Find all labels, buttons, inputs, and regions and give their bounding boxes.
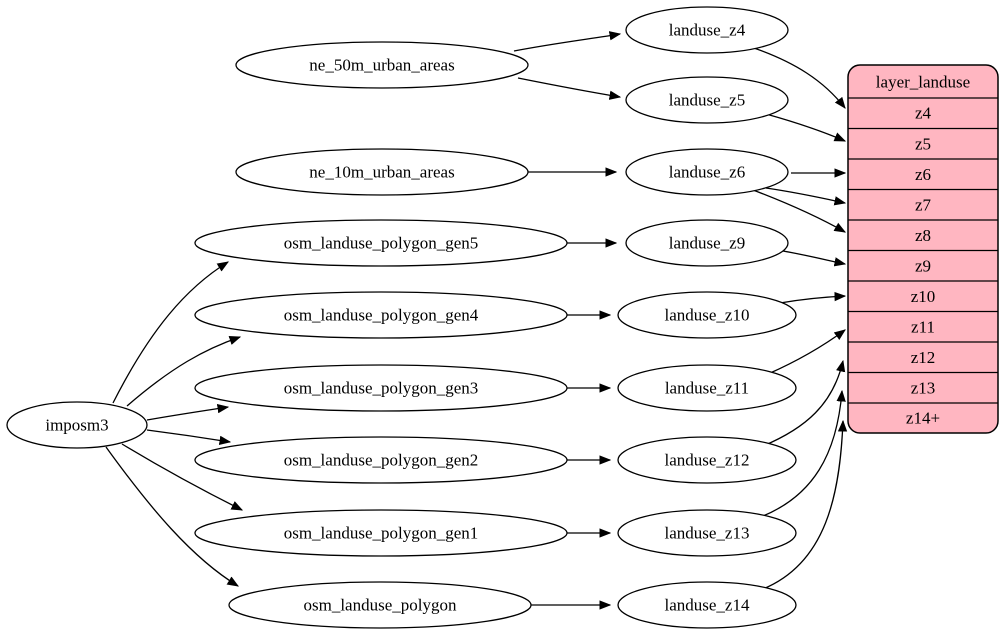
node-label-ne-10m-urban-areas: ne_10m_urban_areas [309,163,454,182]
node-label-osm-landuse-polygon-gen4: osm_landuse_polygon_gen4 [284,306,479,325]
node-label-landuse-z11: landuse_z11 [665,379,749,398]
edge-landuse-z5-to-row-z5 [765,113,847,142]
table-row-z10: z10 [911,287,936,306]
edge-landuse-z4-to-row-z4 [750,46,846,109]
node-ellipse-osm-landuse-polygon-gen5 [194,219,568,267]
node-ellipse-landuse-z9 [625,219,789,267]
table-row-z12: z12 [911,348,936,367]
table-row-z6: z6 [915,165,931,184]
node-ne-50m-urban-areas: ne_50m_urban_areas [235,41,529,89]
node-ellipse-osm-landuse-polygon-gen4 [194,291,568,339]
node-ellipse-landuse-z12 [617,436,797,484]
edge-imposm3-to-osm-landuse-polygon-gen4 [126,335,242,407]
node-label-osm-landuse-polygon-gen3: osm_landuse_polygon_gen3 [284,379,479,398]
node-ne-10m-urban-areas: ne_10m_urban_areas [235,148,529,196]
table-row-z7: z7 [915,196,932,215]
node-ellipse-landuse-z5 [625,76,789,124]
table-row-z4: z4 [915,104,932,123]
node-ellipse-osm-landuse-polygon-gen2 [194,436,568,484]
edge-landuse-z10-to-row-z10 [779,291,847,304]
table-row-z5: z5 [915,135,931,154]
node-label-landuse-z13: landuse_z13 [665,524,750,543]
node-ellipse-landuse-z11 [617,364,797,412]
node-label-landuse-z10: landuse_z10 [665,306,750,325]
node-landuse-z11: landuse_z11 [617,364,797,412]
node-landuse-z12: landuse_z12 [617,436,797,484]
edge-landuse-z13-to-row-z13 [757,389,846,519]
node-landuse-z13: landuse_z13 [617,509,797,557]
node-ellipse-landuse-z14 [617,581,797,629]
node-osm-landuse-polygon-gen1: osm_landuse_polygon_gen1 [194,509,568,557]
edge-imposm3-to-osm-landuse-polygon-gen1 [121,443,244,511]
node-ellipse-landuse-z10 [617,291,797,339]
node-label-landuse-z9: landuse_z9 [669,234,745,253]
table-title: layer_landuse [876,73,970,92]
edge-ne50m-to-landuse-z5 [517,77,622,100]
table-row-z13: z13 [911,379,936,398]
nodes-group: imposm3 ne_50m_urban_areas ne_10m_urban_… [6,6,797,629]
node-label-osm-landuse-polygon: osm_landuse_polygon [304,596,457,615]
node-osm-landuse-polygon-gen2: osm_landuse_polygon_gen2 [194,436,568,484]
node-landuse-z4: landuse_z4 [625,6,789,54]
node-label-landuse-z12: landuse_z12 [665,451,750,470]
node-label-landuse-z14: landuse_z14 [665,596,750,615]
node-label-ne-50m-urban-areas: ne_50m_urban_areas [309,56,454,75]
node-osm-landuse-polygon-gen3: osm_landuse_polygon_gen3 [194,364,568,412]
node-label-osm-landuse-polygon-gen5: osm_landuse_polygon_gen5 [284,234,479,253]
node-landuse-z5: landuse_z5 [625,76,789,124]
node-ellipse-osm-landuse-polygon-gen3 [194,364,568,412]
edge-imposm3-to-osm-landuse-polygon-gen3 [146,403,230,421]
node-landuse-z14: landuse_z14 [617,581,797,629]
edge-landuse-z6-to-row-z7 [765,187,847,206]
layer-landuse-table: layer_landuse z4 z5 z6 z7 z8 z9 z10 z11 … [847,64,999,434]
edge-landuse-z11-to-row-z11 [767,329,846,375]
table-row-z8: z8 [915,226,931,245]
node-ellipse-landuse-z13 [617,509,797,557]
edge-landuse-z14-to-row-z14plus [762,419,848,590]
node-landuse-z6: landuse_z6 [625,148,789,196]
edges-group [105,31,848,610]
node-osm-landuse-polygon-gen4: osm_landuse_polygon_gen4 [194,291,568,339]
node-label-landuse-z6: landuse_z6 [669,163,745,182]
table-row-z9: z9 [915,257,931,276]
edge-imposm3-to-osm-landuse-polygon-gen2 [146,429,232,445]
table-row-z14plus: z14+ [906,409,940,428]
node-imposm3: imposm3 [6,401,148,449]
node-ellipse-landuse-z6 [625,148,789,196]
node-ellipse-landuse-z4 [625,6,789,54]
edge-ne50m-to-landuse-z4 [513,31,622,52]
node-ellipse-ne-50m-urban-areas [235,41,529,89]
edge-landuse-z6-to-row-z8 [752,189,847,233]
node-osm-landuse-polygon-gen5: osm_landuse_polygon_gen5 [194,219,568,267]
node-landuse-z10: landuse_z10 [617,291,797,339]
node-ellipse-osm-landuse-polygon [228,581,532,629]
node-label-osm-landuse-polygon-gen1: osm_landuse_polygon_gen1 [284,524,479,543]
table-outline [847,64,999,434]
node-osm-landuse-polygon: osm_landuse_polygon [228,581,532,629]
node-label-imposm3: imposm3 [45,416,108,435]
edge-imposm3-to-osm-landuse-polygon-gen5 [112,261,229,404]
node-ellipse-imposm3 [6,401,148,449]
edge-landuse-z9-to-row-z9 [782,250,847,267]
node-label-osm-landuse-polygon-gen2: osm_landuse_polygon_gen2 [284,451,479,470]
node-ellipse-osm-landuse-polygon-gen1 [194,509,568,557]
node-label-landuse-z4: landuse_z4 [669,21,746,40]
node-label-landuse-z5: landuse_z5 [669,91,745,110]
table-row-z11: z11 [911,318,935,337]
node-landuse-z9: landuse_z9 [625,219,789,267]
edge-imposm3-to-osm-landuse-polygon [105,446,239,587]
edge-landuse-z12-to-row-z12 [762,359,846,447]
node-ellipse-ne-10m-urban-areas [235,148,529,196]
